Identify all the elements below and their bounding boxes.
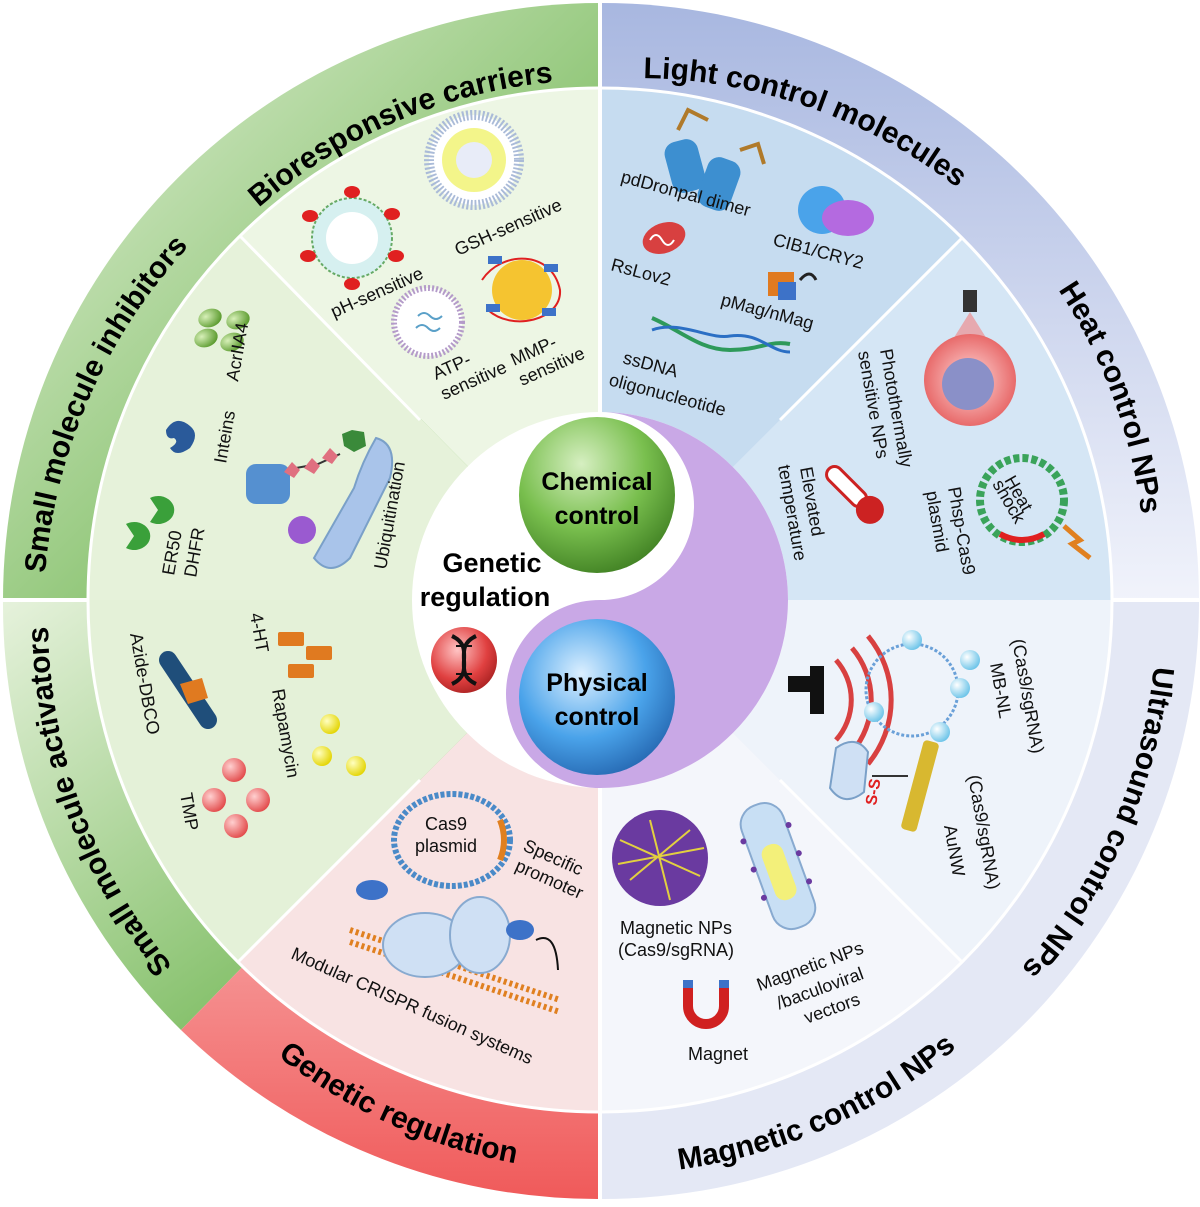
cas9-label-2: plasmid: [415, 836, 477, 856]
genetic-line2: regulation: [420, 582, 551, 612]
heat-shock-plasmid-icon: [976, 454, 1092, 560]
cas9-protein-icon: [828, 741, 870, 800]
er50-dhfr-icon: [126, 496, 175, 550]
mnp-label-2: (Cas9/sgRNA): [618, 940, 734, 960]
chemical-line2: control: [555, 502, 640, 530]
cas9-plasmid-icon: [391, 791, 513, 889]
physical-line2: control: [555, 703, 640, 731]
ssdna-icon: [651, 316, 791, 354]
magnetic-np-icon: [612, 810, 708, 906]
azide-dbco-icon: [159, 651, 217, 729]
ultrasound-probe-icon: [788, 634, 894, 766]
atp-vesicle-icon: [391, 285, 465, 359]
mnp-label-1: Magnetic NPs: [620, 918, 732, 938]
center-emblem: Chemical control Physical control Geneti…: [412, 412, 788, 788]
crispr-fusion-icon: [349, 880, 561, 1015]
baculovirus-icon: [739, 802, 817, 931]
physical-line1: Physical: [546, 669, 647, 697]
mmp-nanoparticle-icon: [481, 256, 562, 323]
ss-bond-label: S-S: [863, 777, 884, 807]
4ht-icon: [278, 632, 332, 678]
ph-liposome-icon: [300, 186, 404, 290]
pmag-icon: [768, 272, 818, 300]
heat-sector: Photothermally sensitive NPs Elevated te…: [774, 290, 1092, 576]
chemical-line1: Chemical: [541, 468, 652, 496]
tmp-icon: [202, 758, 270, 838]
thermometer-icon: [825, 465, 884, 524]
ubiquitination-icon: [246, 430, 394, 569]
pddronpa-dimer-icon: [664, 107, 766, 211]
physical-control-ball: [519, 619, 675, 775]
microbubble-nl-icon: [864, 630, 980, 742]
rapamycin-icon: [312, 714, 366, 776]
cas9-label-1: Cas9: [425, 814, 467, 834]
chemical-control-ball: [519, 417, 675, 573]
acriia4-icon: [194, 308, 250, 352]
inteins-icon: [166, 420, 195, 453]
photothermal-np-icon: [924, 290, 1016, 426]
magnet-label: Magnet: [688, 1044, 748, 1064]
cib-cry2-icon: [798, 186, 874, 236]
gsh-micelle-icon: [424, 110, 524, 210]
dna-icon: [431, 627, 497, 693]
genetic-line1: Genetic: [442, 548, 541, 578]
rslov2-icon: [642, 222, 686, 254]
magnet-icon: [683, 980, 729, 1029]
aunw-icon: [872, 740, 939, 832]
